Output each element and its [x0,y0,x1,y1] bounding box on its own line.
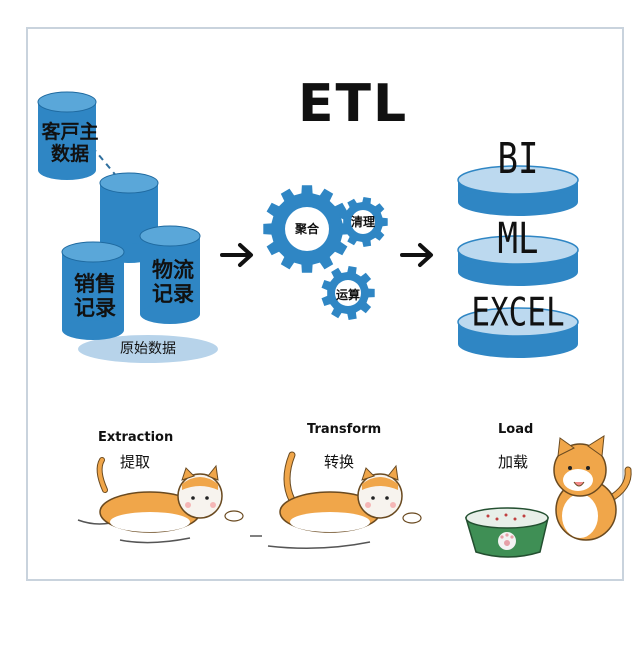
db-label-customer: 客戸主数据 [41,121,99,165]
page-title: ETL [298,74,409,134]
cat-extraction-illustration [77,457,244,544]
db-label-logistics: 物流记录 [152,258,194,307]
cat-load-illustration [553,435,632,541]
dest-label-excel: EXCEL [471,290,565,336]
dest-label-ml: ML [497,214,539,264]
step-load-cn: 加载 [498,453,529,471]
cat-transform-illustration [250,451,422,549]
step-extraction-en: Extraction [98,430,174,445]
arrow-right-icon [400,243,433,267]
gear-icon-compute [321,266,375,320]
gear-label-clean: 清理 [350,215,375,229]
gear-label-compute: 运算 [335,288,360,302]
raw-data-pill [78,335,218,363]
db-logistics [139,225,201,324]
food-bowl-illustration [464,507,549,558]
gear-icon-clean [338,197,388,247]
step-extraction-cn: 提取 [120,453,151,471]
db-sales [61,241,125,340]
gear-label-aggregate: 聚合 [294,222,319,236]
step-load-en: Load [498,422,534,437]
db-customer [37,91,97,180]
disc-excel [457,307,579,358]
gear-icon-aggregate [263,185,351,273]
step-transform-en: Transform [307,422,382,437]
disc-bi [457,165,579,216]
arrow-right-icon [220,243,253,267]
db-label-sales: 销售记录 [74,272,116,321]
step-transform-cn: 转换 [324,453,355,471]
raw-data-label: 原始数据 [120,341,176,357]
disc-ml [457,235,579,286]
dest-label-bi: BI [497,134,539,184]
